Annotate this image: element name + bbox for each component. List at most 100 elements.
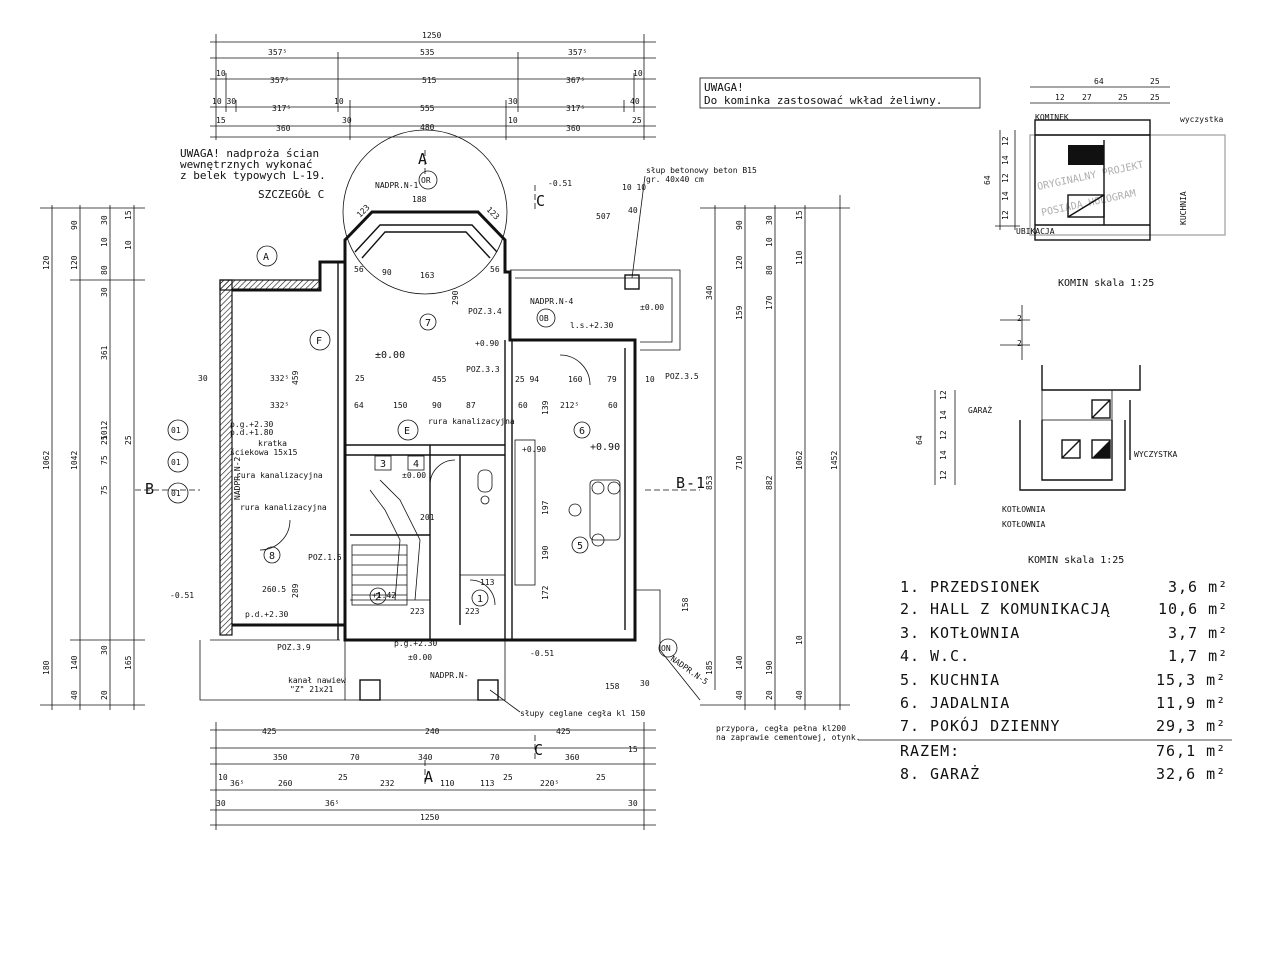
- svg-text:25: 25: [100, 435, 109, 445]
- svg-text:3.: 3.: [900, 624, 920, 642]
- svg-text:30: 30: [628, 799, 638, 808]
- svg-text:2: 2: [1017, 339, 1022, 348]
- top-dim: 30: [342, 116, 352, 125]
- svg-text:A: A: [418, 150, 428, 168]
- svg-text:±0.00: ±0.00: [375, 350, 405, 361]
- svg-text:10: 10: [645, 375, 655, 384]
- svg-text:14: 14: [1001, 191, 1010, 201]
- svg-text:na zaprawie cementowej, otynk.: na zaprawie cementowej, otynk.: [716, 733, 861, 742]
- bottom-dimension-chains: 10 36⁵ 260 25 232 110 113 25 220⁵ 25 15 …: [210, 722, 656, 830]
- fireplace-warning-note: UWAGA! Do kominka zastosować wkład żeliw…: [699, 77, 981, 109]
- chimney2-label-boiler-1: KOTŁOWNIA: [1002, 505, 1046, 514]
- room-row: 2. HALL Z KOMUNIKACJĄ 10,6 m²: [900, 600, 1228, 618]
- svg-text:1042: 1042: [70, 451, 79, 470]
- svg-text:361: 361: [100, 345, 109, 360]
- svg-text:10: 10: [218, 773, 228, 782]
- svg-text:A: A: [263, 252, 269, 263]
- svg-text:180: 180: [42, 660, 51, 675]
- svg-text:ściekowa 15x15: ściekowa 15x15: [230, 447, 298, 457]
- svg-text:40: 40: [735, 690, 744, 700]
- svg-text:l.s.+2.30: l.s.+2.30: [570, 321, 614, 330]
- svg-text:A: A: [424, 768, 434, 786]
- svg-text:10: 10: [765, 237, 774, 247]
- svg-text:30: 30: [100, 645, 109, 655]
- svg-text:B-1: B-1: [676, 474, 706, 492]
- svg-text:±0.00: ±0.00: [408, 653, 432, 662]
- svg-text:340: 340: [418, 753, 433, 762]
- svg-text:JADALNIA: JADALNIA: [930, 694, 1010, 712]
- svg-text:4.: 4.: [900, 647, 920, 665]
- svg-text:120: 120: [70, 255, 79, 270]
- svg-text:25: 25: [1150, 93, 1160, 102]
- svg-text:słup betonowy beton B15: słup betonowy beton B15: [646, 166, 757, 175]
- lintel-warning-note: UWAGA! nadproża ścian wewnętrznych wykon…: [180, 147, 326, 201]
- staircase: [351, 479, 421, 606]
- svg-text:90: 90: [735, 220, 744, 230]
- svg-text:przypora, cegła pełna kl200: przypora, cegła pełna kl200: [716, 724, 846, 733]
- svg-text:z belek typowych L-19.: z belek typowych L-19.: [180, 169, 326, 182]
- chimney2-label-boiler-2: KOTŁOWNIA: [1002, 520, 1046, 529]
- svg-text:113: 113: [480, 578, 495, 587]
- svg-text:14: 14: [939, 410, 948, 420]
- svg-text:290: 290: [451, 290, 460, 305]
- top-dim: 357⁵: [568, 48, 587, 57]
- svg-text:30: 30: [198, 374, 208, 383]
- svg-text:507: 507: [596, 212, 611, 221]
- svg-text:459: 459: [291, 370, 300, 385]
- svg-text:90: 90: [382, 268, 392, 277]
- svg-text:64: 64: [354, 401, 364, 410]
- svg-text:POZ.3.3: POZ.3.3: [466, 365, 500, 374]
- top-dim: 357⁵: [268, 48, 287, 57]
- svg-text:12: 12: [939, 470, 948, 480]
- svg-text:+0.90: +0.90: [590, 442, 620, 453]
- svg-text:15: 15: [628, 745, 638, 754]
- top-dim: 317⁵: [272, 104, 291, 113]
- plan-dimensions: 507 40 10 10 332⁵ 332⁵ 455 30 25 150 90 …: [198, 183, 655, 691]
- section-markers: A A C C B B-1 A F E OR ON OB 01 01 01: [145, 150, 706, 786]
- top-dim: 10: [216, 69, 226, 78]
- svg-text:E: E: [404, 426, 410, 437]
- svg-text:163: 163: [420, 271, 435, 280]
- svg-text:64: 64: [983, 175, 992, 185]
- svg-text:165: 165: [124, 655, 133, 670]
- svg-text:80: 80: [100, 265, 109, 275]
- svg-text:120: 120: [735, 255, 744, 270]
- svg-text:1062: 1062: [42, 451, 51, 470]
- svg-text:7.: 7.: [900, 717, 920, 735]
- svg-text:25: 25: [355, 374, 365, 383]
- svg-text:8: 8: [269, 551, 275, 562]
- svg-text:64: 64: [1094, 77, 1104, 86]
- svg-text:240: 240: [425, 727, 440, 736]
- room-labels: 7 ±0.00 6 +0.90 5 8 1 2 3 4: [263, 313, 620, 607]
- svg-text:212⁵: 212⁵: [560, 401, 579, 410]
- svg-text:110: 110: [795, 250, 804, 265]
- svg-text:30: 30: [216, 799, 226, 808]
- svg-text:1062: 1062: [795, 451, 804, 470]
- top-dim: 555: [420, 104, 435, 113]
- svg-text:8.: 8.: [900, 765, 920, 783]
- svg-text:289: 289: [291, 583, 300, 598]
- top-dim: 15: [216, 116, 226, 125]
- svg-text:kanał nawiew: kanał nawiew: [288, 676, 346, 685]
- svg-text:25: 25: [503, 773, 513, 782]
- svg-text:POZ.3.5: POZ.3.5: [665, 372, 699, 381]
- detail-c-circle: [342, 129, 508, 295]
- svg-text:12: 12: [1001, 173, 1010, 183]
- top-dim: 10 30: [212, 97, 236, 106]
- left-dimension-chains: 1062 1042 1012 120 361 180 90 30 15 10 1…: [40, 205, 145, 710]
- svg-text:150: 150: [393, 401, 408, 410]
- svg-text:-0.51: -0.51: [548, 179, 572, 188]
- svg-text:64: 64: [915, 435, 924, 445]
- svg-text:6.: 6.: [900, 694, 920, 712]
- svg-text:OR: OR: [421, 176, 431, 185]
- door-swings: [259, 354, 591, 606]
- chimney2-label-cleanout: WYCZYSTKA: [1134, 450, 1178, 459]
- svg-text:PRZEDSIONEK: PRZEDSIONEK: [930, 578, 1040, 596]
- svg-text:56: 56: [354, 265, 364, 274]
- svg-text:+0.90: +0.90: [475, 339, 499, 348]
- svg-text:NADPR.N-4: NADPR.N-4: [530, 297, 574, 306]
- svg-text:10,6 m²: 10,6 m²: [1158, 600, 1228, 618]
- svg-text:kratka: kratka: [258, 439, 287, 448]
- svg-text:POZ.1.5: POZ.1.5: [308, 553, 342, 562]
- top-dim: 367⁵: [566, 76, 585, 85]
